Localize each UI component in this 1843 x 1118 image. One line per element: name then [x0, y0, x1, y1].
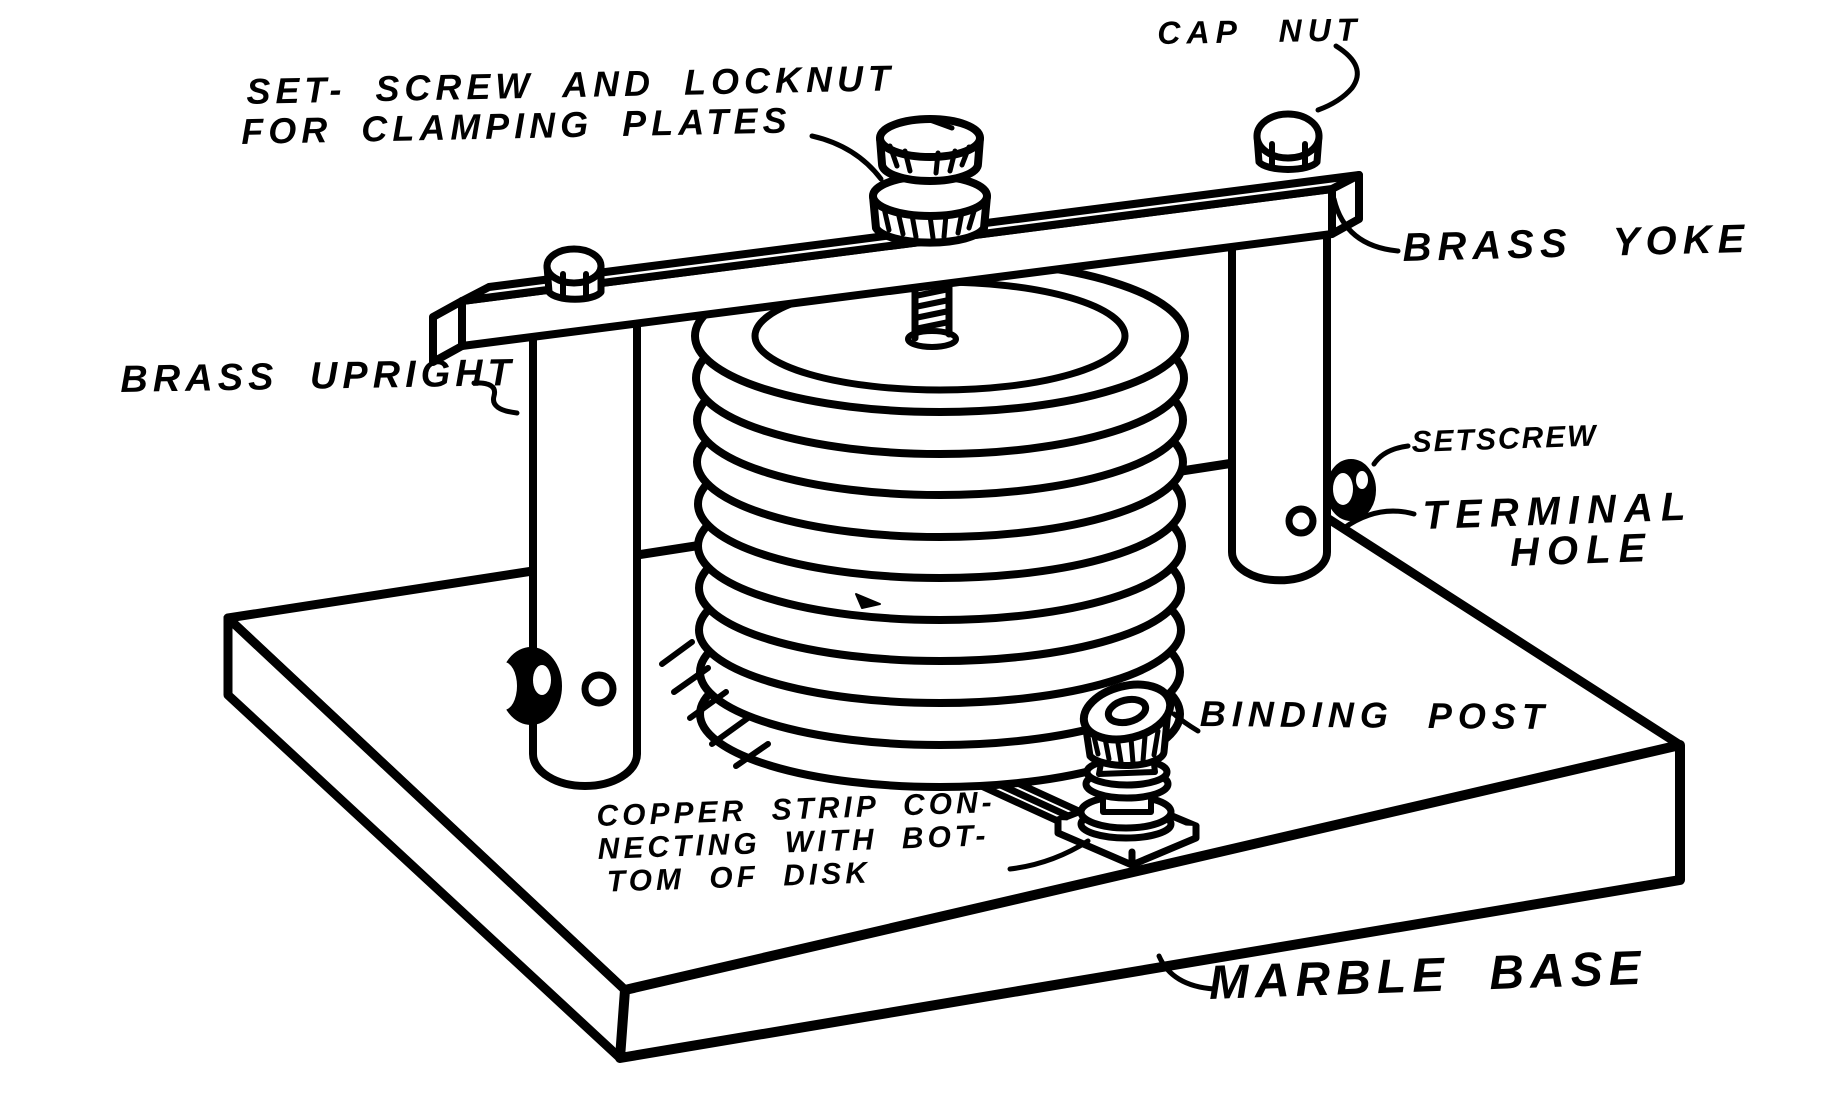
clamping-screw-rod — [905, 276, 959, 350]
label-terminal-hole: TERMINAL HOLE — [1422, 485, 1695, 576]
left-thumbscrew — [491, 647, 562, 725]
stack-mark — [855, 593, 881, 609]
leader-setscrew — [1371, 443, 1411, 467]
leader-marble-base — [1156, 953, 1217, 992]
leader-terminal-hole — [1341, 508, 1417, 531]
label-binding-post: BINDING POST — [1199, 693, 1551, 738]
leader-brass-yoke — [1331, 196, 1401, 254]
label-cap-nut: CAP NUT — [1156, 11, 1363, 51]
left-upright — [491, 314, 641, 790]
post-hole — [1104, 695, 1150, 727]
setscrew-knob — [1326, 459, 1376, 521]
leader-cap-nut — [1315, 43, 1360, 113]
label-set-screw-locknut: SET- SCREW AND LOCKNUT FOR CLAMPING PLAT… — [240, 57, 896, 152]
thumbscrew-slot — [927, 117, 955, 131]
right-upright — [1228, 224, 1376, 585]
post-top — [1079, 680, 1175, 744]
stack-shadow-hatch — [659, 639, 771, 769]
label-setscrew: SETSCREW — [1411, 419, 1599, 459]
terminal-hole — [1285, 505, 1317, 537]
leader-copper-strip — [1007, 838, 1091, 872]
post-knurl-hatch — [1089, 725, 1161, 766]
setscrew-locknut-assembly — [869, 115, 991, 247]
leader-clamping — [809, 133, 884, 182]
left-terminal-hole — [581, 671, 617, 707]
label-copper-strip: COPPER STRIP CON- NECTING WITH BOT- TOM … — [596, 786, 998, 899]
cap-nut — [1253, 110, 1323, 173]
thumbscrew-hatch — [887, 143, 972, 176]
binding-post — [1054, 680, 1200, 869]
leader-binding-post — [1171, 711, 1201, 734]
yoke-bolt — [543, 245, 605, 303]
locknut-knurl — [881, 205, 978, 241]
label-brass-yoke: BRASS YOKE — [1402, 216, 1751, 270]
leader-lines — [471, 43, 1417, 992]
leader-brass-upright — [471, 380, 520, 416]
label-brass-upright: BRASS UPRIGHT — [119, 352, 517, 401]
